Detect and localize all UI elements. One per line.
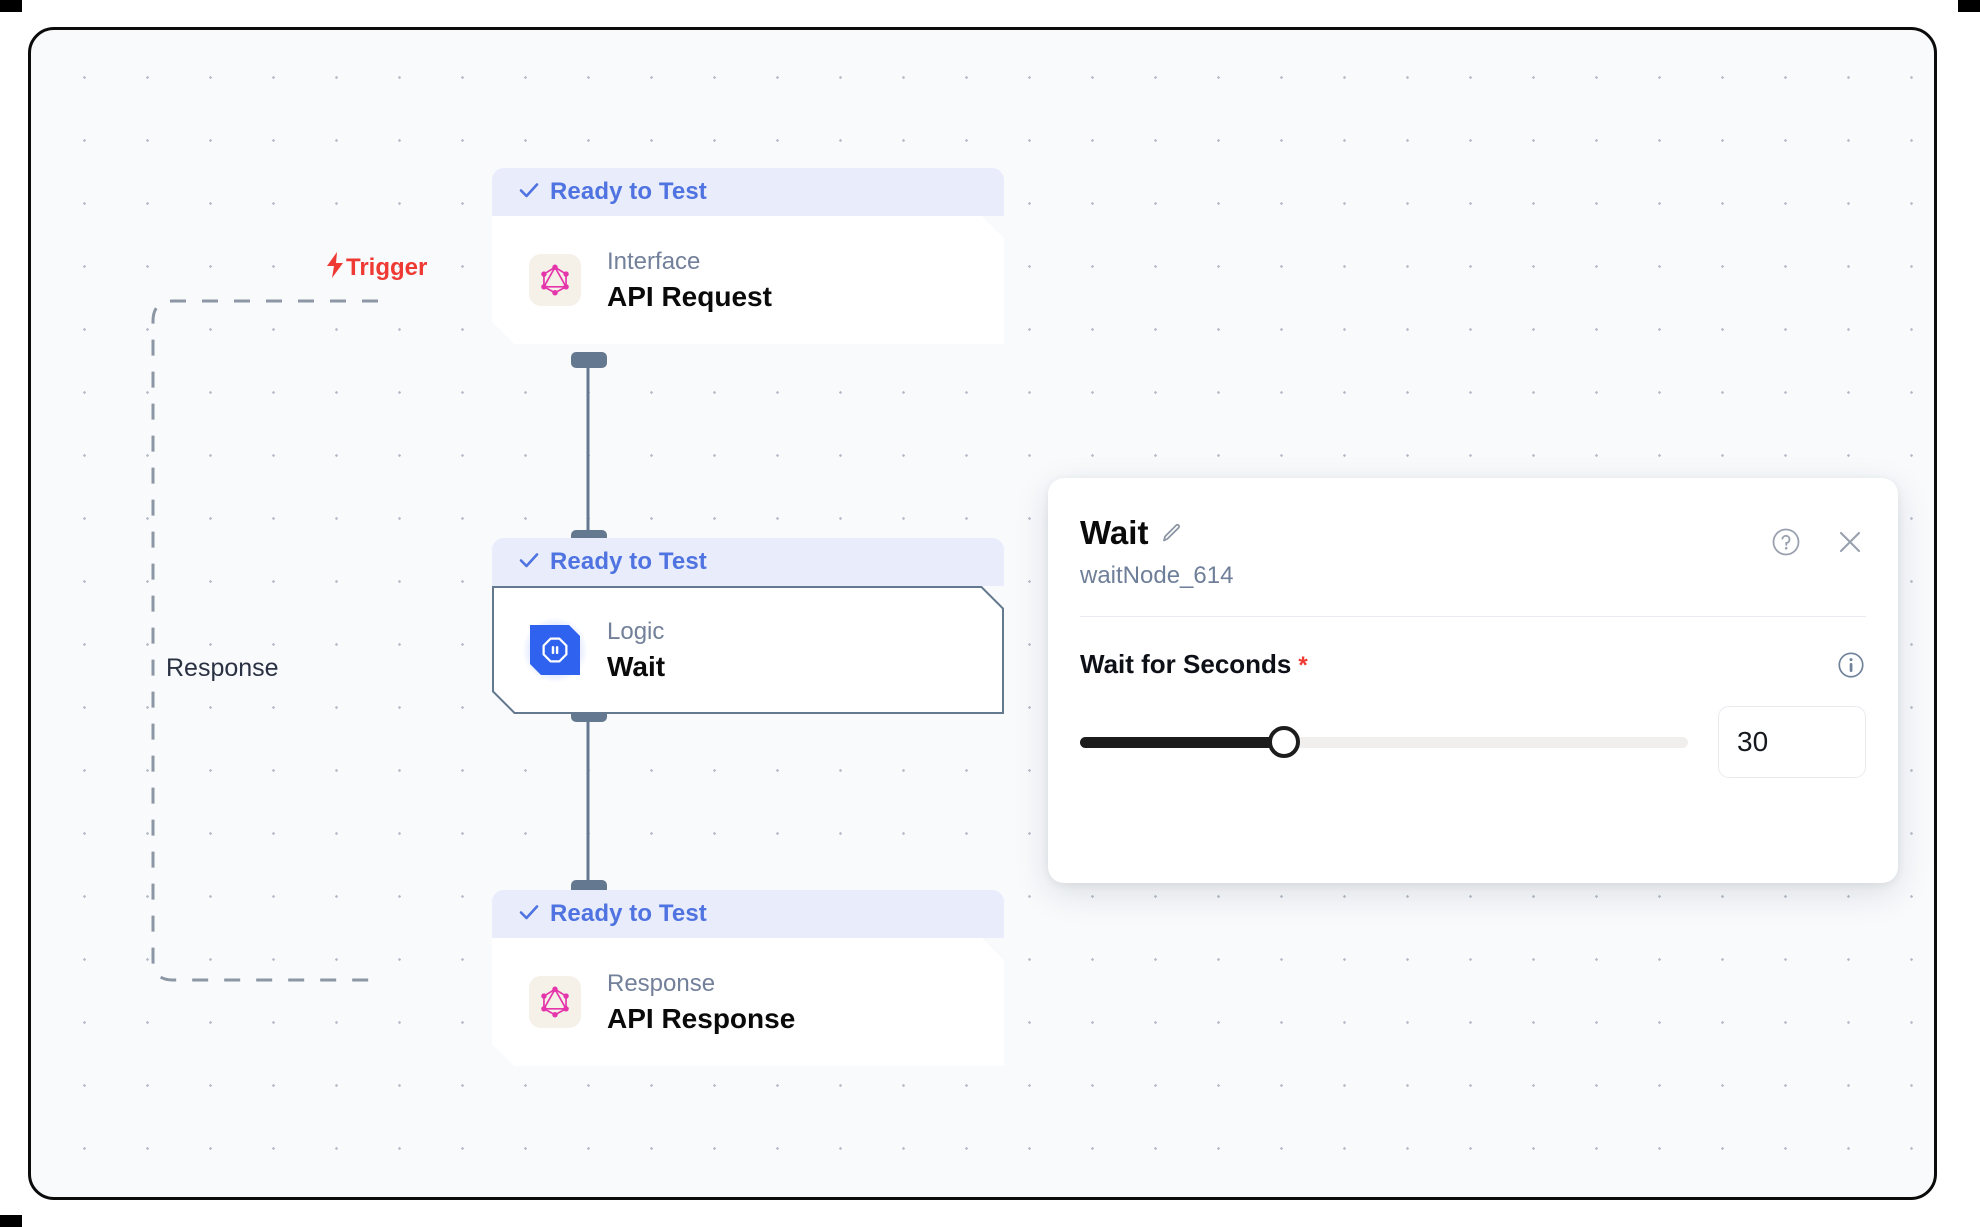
node-card-body[interactable]: Interface API Request xyxy=(492,216,1004,344)
node-title: Wait xyxy=(607,650,666,682)
slider-fill xyxy=(1080,736,1284,748)
slider-track[interactable] xyxy=(1080,736,1688,748)
info-circle-icon[interactable] xyxy=(1836,650,1866,680)
handle-request-bottom[interactable] xyxy=(571,352,607,368)
panel-header-left: Wait waitNode_614 xyxy=(1080,516,1233,590)
node-kind: Logic xyxy=(607,617,665,645)
panel-header: Wait waitNode_614 xyxy=(1080,516,1866,590)
flow-node-api-response[interactable]: Ready to Test xyxy=(492,890,1004,1066)
edge-label-response: Response xyxy=(159,652,286,685)
graphql-icon xyxy=(529,976,581,1028)
node-status-badge: Ready to Test xyxy=(492,890,1004,938)
edge-label-trigger-text: Trigger xyxy=(346,253,428,281)
icon-chip xyxy=(530,625,580,675)
flow-node-api-request[interactable]: Ready to Test xyxy=(492,168,1004,344)
check-icon xyxy=(518,901,540,927)
pencil-icon[interactable] xyxy=(1160,521,1184,545)
edge-label-trigger: Trigger xyxy=(325,252,427,283)
node-status-badge: Ready to Test xyxy=(492,168,1004,216)
node-status-text: Ready to Test xyxy=(550,178,707,205)
node-status-text: Ready to Test xyxy=(550,900,707,927)
panel-divider xyxy=(1080,616,1866,617)
node-kind: Interface xyxy=(607,247,701,275)
node-title: API Request xyxy=(607,280,772,312)
node-config-panel: Wait waitNode_614 xyxy=(1048,478,1898,883)
workflow-canvas[interactable]: Trigger Response Ready to Test xyxy=(28,27,1937,1200)
node-card-body[interactable]: Response API Response xyxy=(492,938,1004,1066)
node-text: Interface API Request xyxy=(607,247,772,314)
field-control-row xyxy=(1080,706,1866,778)
field-label-text: Wait for Seconds xyxy=(1080,649,1292,679)
registration-mark-top-left xyxy=(0,0,22,12)
node-status-badge: Ready to Test xyxy=(492,538,1004,586)
node-text: Response API Response xyxy=(607,969,795,1036)
check-icon xyxy=(518,179,540,205)
panel-node-id: waitNode_614 xyxy=(1080,562,1234,589)
edge-trigger-response-rail xyxy=(151,299,378,982)
node-text: Logic Wait xyxy=(607,617,665,684)
close-icon[interactable] xyxy=(1834,526,1866,558)
field-label-wait-for-seconds: Wait for Seconds * xyxy=(1080,649,1308,680)
pause-octagon-icon xyxy=(529,624,581,676)
graphql-icon xyxy=(529,254,581,306)
node-status-text: Ready to Test xyxy=(550,548,707,575)
field-header-row: Wait for Seconds * xyxy=(1080,649,1866,680)
lightning-bolt-icon xyxy=(325,252,345,283)
required-marker: * xyxy=(1298,652,1308,679)
panel-title: Wait xyxy=(1080,514,1149,551)
node-title: API Response xyxy=(607,1002,796,1034)
node-kind: Response xyxy=(607,969,716,997)
panel-header-actions xyxy=(1770,526,1866,558)
check-icon xyxy=(518,549,540,575)
registration-mark-top-right xyxy=(1958,0,1980,12)
registration-mark-bottom-left xyxy=(0,1215,22,1227)
node-card-body[interactable]: Logic Wait xyxy=(492,586,1004,714)
wait-seconds-input[interactable] xyxy=(1718,706,1866,778)
wait-seconds-slider[interactable] xyxy=(1080,725,1688,759)
slider-thumb[interactable] xyxy=(1267,726,1300,758)
help-circle-icon[interactable] xyxy=(1770,526,1802,558)
panel-title-group: Wait xyxy=(1080,516,1233,549)
flow-node-wait[interactable]: Ready to Test Logic Wait xyxy=(492,538,1004,714)
